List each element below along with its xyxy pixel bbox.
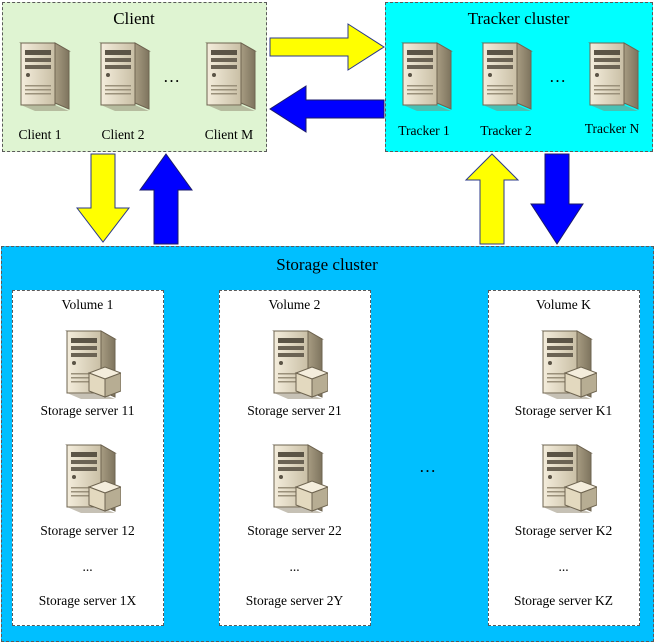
volume-2-title: Volume 2 bbox=[268, 297, 321, 312]
volume-2-ellipsis: ... bbox=[289, 559, 300, 574]
client-1-server-icon bbox=[13, 41, 71, 113]
storage-server-11-icon bbox=[59, 329, 121, 401]
tracker-ellipsis: … bbox=[549, 67, 567, 86]
storage-server-k1-icon bbox=[535, 329, 597, 401]
client-title: Client bbox=[113, 9, 155, 28]
storage-title: Storage cluster bbox=[276, 255, 378, 274]
storage-server-2y-label: Storage server 2Y bbox=[245, 593, 344, 608]
arrow-tracker-to-storage bbox=[530, 153, 584, 245]
tracker-n-label: Tracker N bbox=[584, 121, 640, 136]
client-m-label: Client M bbox=[204, 127, 254, 142]
arrow-tracker-to-client bbox=[269, 85, 385, 133]
storage-server-12-label: Storage server 12 bbox=[40, 523, 135, 538]
client-cluster: Client … Client 1 Client 2 Client M bbox=[2, 2, 267, 152]
tracker-2-server-icon bbox=[475, 41, 533, 113]
arrow-storage-to-client bbox=[139, 153, 193, 245]
storage-server-k2-label: Storage server K2 bbox=[514, 523, 613, 538]
client-1-label: Client 1 bbox=[18, 127, 62, 142]
arrow-client-to-tracker bbox=[269, 23, 385, 71]
tracker-cluster: Tracker cluster … Tracker 1 Tracker 2 Tr… bbox=[385, 2, 653, 152]
tracker-title: Tracker cluster bbox=[467, 9, 570, 28]
storage-server-22-icon bbox=[266, 443, 328, 515]
volume-2: Volume 2 Storage server 21 Storage serve… bbox=[219, 290, 371, 626]
storage-server-1x-label: Storage server 1X bbox=[38, 593, 137, 608]
volume-k-ellipsis: ... bbox=[558, 559, 569, 574]
client-m-server-icon bbox=[199, 41, 257, 113]
tracker-2-label: Tracker 2 bbox=[480, 123, 532, 138]
storage-server-kz-label: Storage server KZ bbox=[514, 593, 613, 608]
storage-server-21-icon bbox=[266, 329, 328, 401]
storage-server-k2-icon bbox=[535, 443, 597, 515]
client-2-server-icon bbox=[93, 41, 151, 113]
arrow-client-to-storage bbox=[75, 153, 131, 243]
storage-server-k1-label: Storage server K1 bbox=[514, 403, 613, 418]
tracker-n-server-icon bbox=[582, 41, 640, 113]
tracker-1-server-icon bbox=[395, 41, 453, 113]
storage-server-22-label: Storage server 22 bbox=[247, 523, 342, 538]
client-2-label: Client 2 bbox=[101, 127, 145, 142]
volume-1-ellipsis: ... bbox=[82, 559, 93, 574]
arrow-storage-to-tracker bbox=[464, 153, 520, 245]
tracker-1-label: Tracker 1 bbox=[398, 123, 450, 138]
storage-server-21-label: Storage server 21 bbox=[247, 403, 342, 418]
volume-1: Volume 1 Storage server 11 Storage serve… bbox=[12, 290, 164, 626]
volume-k-title: Volume K bbox=[536, 297, 591, 312]
volume-1-title: Volume 1 bbox=[61, 297, 114, 312]
storage-ellipsis: … bbox=[419, 457, 437, 476]
storage-server-12-icon bbox=[59, 443, 121, 515]
client-ellipsis: … bbox=[163, 67, 181, 86]
storage-server-11-label: Storage server 11 bbox=[40, 403, 135, 418]
volume-k: Volume K Storage server K1 Storage serve… bbox=[488, 290, 640, 626]
